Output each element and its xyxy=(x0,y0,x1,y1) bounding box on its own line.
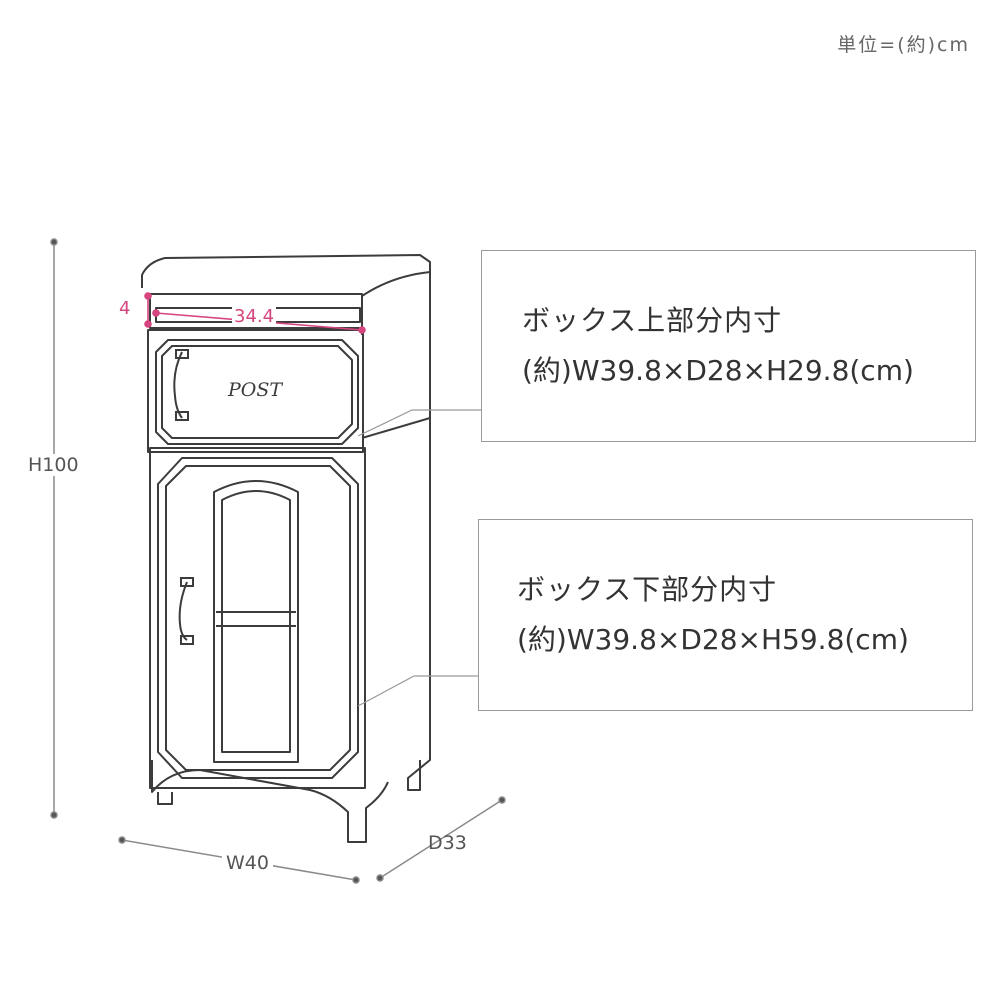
slot-width-dot-right xyxy=(358,326,366,334)
upper-leader-line xyxy=(357,409,502,437)
glass-window xyxy=(213,480,299,763)
lower-box-value: (約)W39.8×D28×H59.8(cm) xyxy=(517,623,909,656)
depth-line xyxy=(379,799,503,879)
lower-door-panel xyxy=(157,457,359,779)
cabinet-top xyxy=(141,254,431,297)
lower-door-frame xyxy=(149,447,366,789)
post-label: POST xyxy=(227,379,283,401)
upper-drawer-panel xyxy=(155,339,359,445)
slot-height-dot-top xyxy=(144,292,152,300)
door-handle xyxy=(178,577,194,645)
depth-dot-right xyxy=(498,796,506,804)
width-label: W40 xyxy=(222,852,273,874)
upper-drawer-inner xyxy=(161,345,353,439)
width-dot-right xyxy=(352,876,360,884)
base-skirt xyxy=(151,760,389,843)
left-leg xyxy=(157,792,173,805)
height-dot-bottom xyxy=(50,811,58,819)
lower-leader-line xyxy=(357,675,502,707)
upper-box-value: (約)W39.8×D28×H29.8(cm) xyxy=(522,354,914,387)
upper-drawer-frame xyxy=(147,329,364,453)
lower-door-inner xyxy=(165,465,351,771)
drawer-handle xyxy=(173,349,189,421)
lower-box-callout: ボックス下部分内寸 (約)W39.8×D28×H59.8(cm) xyxy=(478,519,973,711)
right-back-leg xyxy=(407,760,421,791)
height-label: H100 xyxy=(28,454,79,476)
lower-box-title: ボックス下部分内寸 xyxy=(517,573,778,606)
slot-width-dot-left xyxy=(152,309,160,317)
glass-mullion xyxy=(216,611,296,627)
glass-window-inner xyxy=(221,490,291,753)
slot-frame xyxy=(149,293,363,329)
depth-label: D33 xyxy=(428,832,467,854)
depth-dot-left xyxy=(376,874,384,882)
side-divider xyxy=(361,296,431,439)
height-dot-top xyxy=(50,238,58,246)
slot-height-dot-bottom xyxy=(144,320,152,328)
upper-box-callout: ボックス上部分内寸 (約)W39.8×D28×H29.8(cm) xyxy=(481,250,976,442)
slot-width-label: 34.4 xyxy=(232,306,277,327)
slot-height-label: 4 xyxy=(119,298,131,319)
cabinet-side xyxy=(407,272,431,784)
upper-box-title: ボックス上部分内寸 xyxy=(522,304,783,337)
width-dot-left xyxy=(118,836,126,844)
unit-note: 単位=(約)cm xyxy=(837,34,970,56)
